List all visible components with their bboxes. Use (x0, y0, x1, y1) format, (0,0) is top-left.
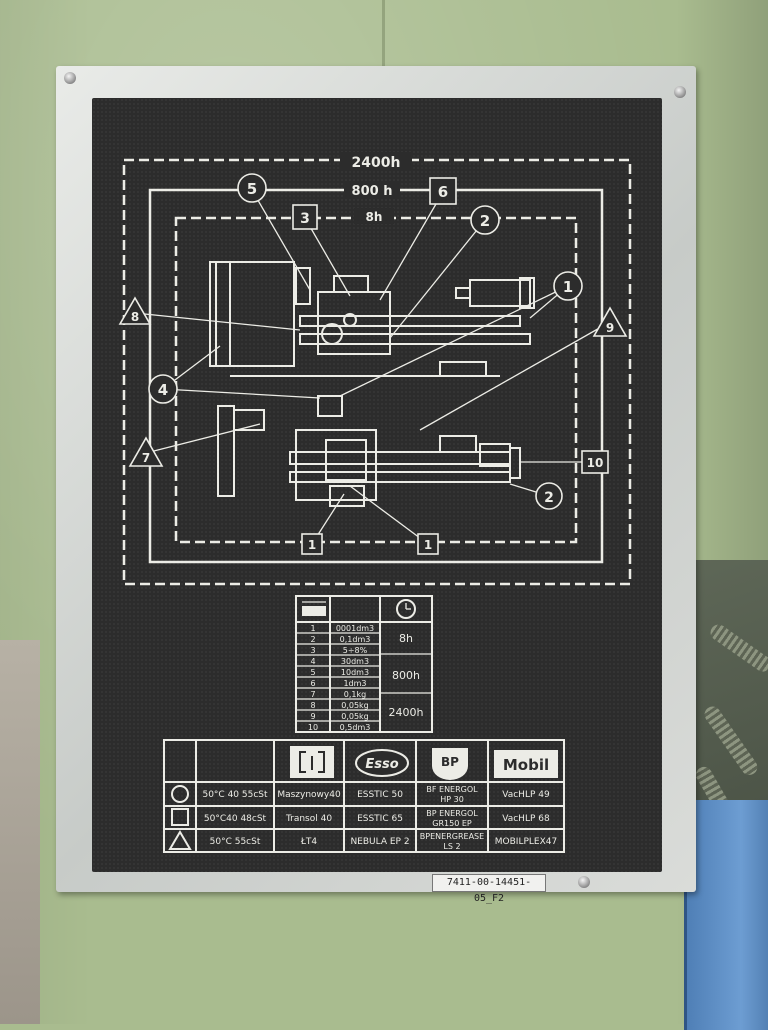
lathe-top-view (217, 405, 521, 507)
marker-2-bottom: 2 (535, 482, 563, 510)
quantities-table: 1 0001dm3 2 0,1dm3 3 5÷8% 4 30dm3 5 10dm3 6 1dm3 7 0,… (295, 595, 433, 733)
qty-row-num: 3 (310, 646, 315, 655)
qty-row-num: 1 (310, 624, 315, 633)
lub-bp-line2: HP 30 (440, 795, 464, 804)
column-seam (382, 0, 385, 70)
screw-icon (578, 876, 590, 888)
circle-symbol-icon (171, 785, 189, 803)
screw-icon (64, 72, 76, 84)
marker-9: 9 (592, 306, 628, 337)
oil-pump-icon (317, 395, 343, 417)
qty-row-amount: 5÷8% (343, 646, 368, 655)
qty-row-num: 10 (308, 723, 318, 732)
svg-text:1: 1 (424, 538, 432, 552)
clock-icon (396, 599, 416, 619)
polish-brand-logo-icon (290, 746, 334, 778)
qty-row-amount: 1dm3 (343, 679, 366, 688)
lub-domestic: Transol 40 (285, 814, 332, 824)
svg-text:1: 1 (563, 278, 573, 296)
svg-text:Esso: Esso (365, 757, 398, 772)
esso-logo: Esso (355, 749, 409, 777)
marker-5: 5 (237, 173, 267, 203)
mobil-logo: Mobil (494, 750, 558, 778)
qty-row-num: 7 (310, 690, 315, 699)
qty-row-num: 8 (310, 701, 315, 710)
svg-text:BP: BP (441, 755, 459, 769)
marker-1-bottom-right: 1 (417, 533, 439, 555)
lub-domestic: ŁT4 (300, 837, 318, 847)
qty-row-num: 5 (310, 668, 315, 677)
svg-text:2: 2 (544, 490, 554, 506)
lub-mobil: MOBILPLEX47 (495, 837, 557, 847)
lub-spec: 50°C 40 55cSt (202, 790, 268, 800)
lub-esso: NEBULA EP 2 (350, 837, 409, 847)
part-number-label: 7411-00-14451-05_F2 (432, 874, 546, 904)
square-symbol-icon (171, 808, 189, 826)
oil-can-icon (302, 601, 326, 616)
marker-7: 7 (128, 436, 164, 467)
marker-2-top: 2 (470, 205, 500, 235)
qty-row-amount: 0,05kg (341, 712, 369, 721)
svg-text:7: 7 (142, 451, 150, 465)
screw-icon (674, 86, 686, 98)
marker-6: 6 (429, 177, 457, 205)
marker-1-bottom-left: 1 (301, 533, 323, 555)
headstock (209, 261, 295, 367)
blue-tray (684, 800, 768, 1030)
marker-8: 8 (118, 296, 152, 325)
bp-logo: BP (432, 748, 468, 780)
qty-row-num: 9 (310, 712, 315, 721)
lub-spec: 50°C 55cSt (210, 837, 261, 847)
lub-bp-line1: BPENERGREASE (420, 832, 484, 841)
qty-row-amount: 0,1kg (344, 690, 366, 699)
svg-text:2: 2 (480, 212, 490, 230)
lub-bp-line1: BP ENERGOL (426, 809, 478, 818)
marker-1-right: 1 (553, 271, 583, 301)
lub-bp-line1: BF ENERGOL (426, 785, 478, 794)
lub-bp-line2: GR150 EP (432, 819, 472, 828)
interval-8h-label: 8h (366, 210, 383, 224)
marker-10: 10 (581, 450, 609, 474)
lathe-side-view (209, 261, 535, 417)
lub-domestic: Maszynowy40 (277, 790, 341, 800)
qty-row-amount: 0,5dm3 (340, 723, 371, 732)
qty-row-amount: 30dm3 (341, 657, 369, 666)
qty-row-num: 6 (310, 679, 315, 688)
floor (0, 640, 40, 1024)
bed-ways (299, 315, 521, 327)
qty-row-amount: 0001dm3 (336, 624, 374, 633)
interval-2400h-label: 2400h (352, 155, 401, 171)
lub-mobil: VacHLP 68 (502, 814, 550, 824)
qty-row-amount: 0,05kg (341, 701, 369, 710)
lub-esso: ESSTIC 65 (357, 814, 403, 824)
period-2400h: 2400h (389, 706, 424, 719)
svg-text:6: 6 (438, 183, 448, 201)
period-8h: 8h (399, 632, 413, 645)
qty-row-num: 4 (310, 657, 315, 666)
svg-text:4: 4 (158, 381, 168, 399)
svg-text:1: 1 (308, 538, 316, 552)
svg-text:8: 8 (131, 310, 139, 324)
lub-mobil: VacHLP 49 (502, 790, 550, 800)
marker-4: 4 (148, 374, 178, 404)
headstock-top (217, 405, 235, 497)
svg-text:5: 5 (247, 180, 257, 198)
period-800h: 800h (392, 669, 420, 682)
lub-esso: ESSTIC 50 (357, 790, 403, 800)
triangle-symbol-icon (168, 830, 192, 850)
qty-row-amount: 10dm3 (341, 668, 369, 677)
lub-bp-line2: LS 2 (443, 842, 460, 851)
marker-3: 3 (292, 204, 318, 230)
svg-text:9: 9 (606, 321, 614, 335)
qty-row-num: 2 (310, 635, 315, 644)
interval-800h-label: 800 h (352, 184, 393, 199)
svg-text:Mobil: Mobil (503, 756, 549, 774)
qty-row-amount: 0,1dm3 (340, 635, 371, 644)
chuck (295, 267, 311, 305)
svg-text:10: 10 (587, 456, 604, 470)
svg-text:3: 3 (300, 211, 310, 227)
lub-spec: 50°C40 48cSt (204, 814, 267, 824)
